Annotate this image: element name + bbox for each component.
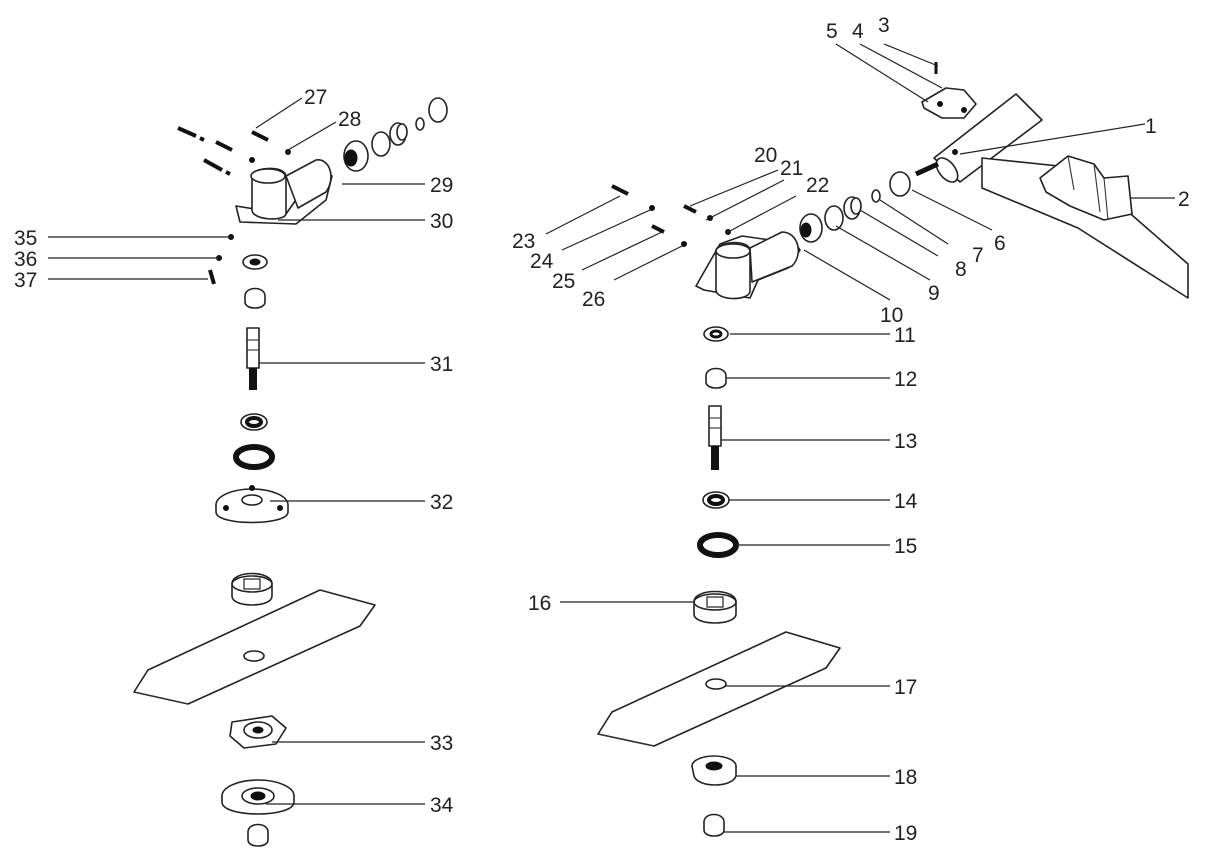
callout-30: 30 xyxy=(430,210,453,233)
callout-35: 35 xyxy=(14,227,37,250)
left-assembly xyxy=(133,97,448,847)
right-assembly xyxy=(597,62,1189,837)
callout-4: 4 xyxy=(852,20,864,43)
callout-27: 27 xyxy=(304,86,327,109)
shaft-left xyxy=(246,327,260,390)
bearing-stack-right xyxy=(799,171,911,243)
callout-37: 37 xyxy=(14,269,37,292)
callout-17: 17 xyxy=(894,676,917,699)
callout-34: 34 xyxy=(430,794,454,817)
callout-29: 29 xyxy=(430,174,453,197)
callout-19: 19 xyxy=(894,822,917,845)
drive-tube xyxy=(914,93,1043,183)
callout-16: 16 xyxy=(528,592,551,615)
leader-lines xyxy=(48,43,1175,833)
guard xyxy=(981,155,1189,299)
callout-25: 25 xyxy=(552,270,575,293)
callout-18: 18 xyxy=(894,766,917,789)
callout-12: 12 xyxy=(894,368,917,391)
callout-28: 28 xyxy=(338,108,361,131)
callout-20: 20 xyxy=(754,144,777,167)
callout-11: 11 xyxy=(894,324,916,347)
callout-labels: 1 2 3 4 5 6 7 8 9 10 11 12 13 14 15 16 1… xyxy=(14,14,1190,845)
callout-26: 26 xyxy=(582,288,605,311)
callout-6: 6 xyxy=(994,232,1006,255)
callout-8: 8 xyxy=(955,258,967,281)
callout-24: 24 xyxy=(530,250,554,273)
callout-31: 31 xyxy=(430,353,453,376)
callout-15: 15 xyxy=(894,535,917,558)
gear-head-right xyxy=(695,231,801,300)
callout-33: 33 xyxy=(430,732,453,755)
blade-left xyxy=(133,589,376,705)
callout-9: 9 xyxy=(928,282,940,305)
callout-2: 2 xyxy=(1178,188,1190,211)
callout-5: 5 xyxy=(826,20,838,43)
callout-14: 14 xyxy=(894,490,918,513)
callout-23: 23 xyxy=(512,230,535,253)
screw-group-upper-left xyxy=(177,126,291,176)
gear-head-left xyxy=(235,159,333,225)
callout-7: 7 xyxy=(972,244,984,267)
callout-10: 10 xyxy=(880,304,903,327)
callout-1: 1 xyxy=(1145,115,1157,138)
bearing-stack-left-top xyxy=(343,97,448,172)
callout-36: 36 xyxy=(14,248,37,271)
callout-22: 22 xyxy=(806,174,829,197)
callout-3: 3 xyxy=(878,14,890,37)
callout-32: 32 xyxy=(430,491,453,514)
callout-21: 21 xyxy=(780,157,803,180)
flange-left xyxy=(215,485,289,524)
callout-13: 13 xyxy=(894,430,917,453)
